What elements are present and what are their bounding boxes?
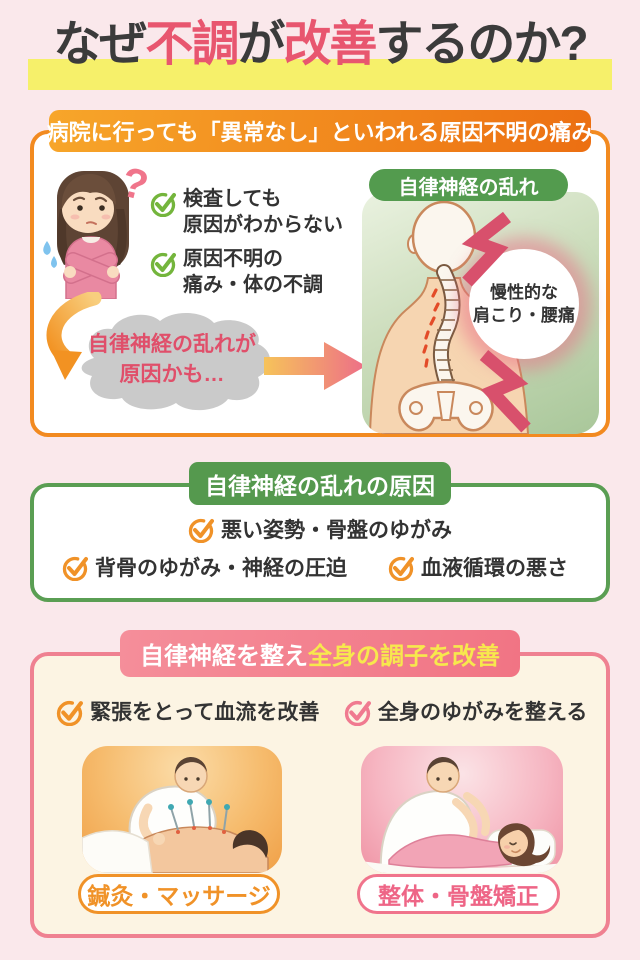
benefit-item: 緊張をとって血流を改善 xyxy=(56,699,319,726)
check-circle-icon xyxy=(388,555,414,581)
title-highlight-band xyxy=(28,59,612,90)
seitai-card xyxy=(361,746,563,873)
check-circle-icon xyxy=(62,555,88,581)
title-seg-accent: 不調 xyxy=(145,18,239,71)
check-line: 検査しても xyxy=(183,188,282,210)
seitai-illustration xyxy=(361,756,563,873)
pain-line: 肩こり・腰痛 xyxy=(473,306,575,325)
check-circle-icon xyxy=(56,699,83,726)
cause-item: 血液循環の悪さ xyxy=(388,555,568,582)
title-seg-dark: が xyxy=(237,18,285,71)
treatment-pill-acupuncture: 鍼灸・マッサージ xyxy=(78,874,280,914)
check-line: 原因がわからない xyxy=(183,214,343,236)
lightning-bolt-icon xyxy=(461,212,512,287)
check-circle-icon xyxy=(150,251,176,277)
section3-label-white: 自律神経を整え xyxy=(140,643,308,670)
cause-item-label: 悪い姿勢・骨盤のゆがみ xyxy=(221,519,452,542)
title-seg-dark: するのか? xyxy=(375,18,588,71)
flow-arrow-icon xyxy=(264,342,366,390)
cause-blob xyxy=(81,312,270,411)
section3-label-yellow: 全身の調子を改善 xyxy=(308,643,500,670)
benefit-item: 全身のゆがみを整える xyxy=(344,699,587,726)
check-circle-icon xyxy=(150,191,176,217)
section3-label: 自律神経を整え全身の調子を改善 xyxy=(120,630,520,677)
cause-blob-line: 自律神経の乱れが xyxy=(88,333,256,356)
benefit-item-label: 全身のゆがみを整える xyxy=(378,701,588,724)
curved-arrow-icon xyxy=(46,292,102,380)
check-line: 原因不明の xyxy=(183,248,283,270)
cause-item-label: 血液循環の悪さ xyxy=(421,557,568,580)
check-circle-icon xyxy=(344,699,371,726)
lightning-bolt-icon xyxy=(479,350,531,433)
cause-item: 背骨のゆがみ・神経の圧迫 xyxy=(62,555,347,582)
check-item-label: 原因不明の 痛み・体の不調 xyxy=(183,246,323,298)
check-item-label: 検査しても 原因がわからない xyxy=(183,186,343,238)
title-seg-dark: なぜ xyxy=(53,18,147,71)
pain-line: 慢性的な xyxy=(490,283,558,302)
benefit-item-label: 緊張をとって血流を改善 xyxy=(90,701,320,724)
check-line: 痛み・体の不調 xyxy=(183,274,323,296)
cause-item: 悪い姿勢・骨盤のゆがみ xyxy=(30,517,610,544)
cause-item-label: 背骨のゆがみ・神経の圧迫 xyxy=(95,557,347,580)
section1-header-banner: 病院に行っても「異常なし」といわれる原因不明の痛み xyxy=(47,110,593,152)
acupuncture-card xyxy=(82,746,282,873)
check-item: 原因不明の 痛み・体の不調 xyxy=(150,246,323,298)
section2-label: 自律神経の乱れの原因 xyxy=(189,462,451,505)
page-title: なぜ不調が改善するのか? xyxy=(0,16,640,74)
treatment-pill-seitai: 整体・骨盤矯正 xyxy=(357,874,560,914)
section2-box xyxy=(30,483,610,602)
cause-blob-line: 原因かも… xyxy=(119,363,225,386)
acupuncture-illustration xyxy=(82,756,269,873)
check-circle-icon xyxy=(188,517,214,544)
title-seg-accent: 改善 xyxy=(283,18,377,71)
worried-woman-illustration xyxy=(43,171,129,299)
cause-blob-text: 自律神経の乱れが 原因かも… xyxy=(64,330,280,390)
nerve-panel-label: 自律神経の乱れ xyxy=(369,169,568,201)
check-item: 検査しても 原因がわからない xyxy=(150,186,343,238)
